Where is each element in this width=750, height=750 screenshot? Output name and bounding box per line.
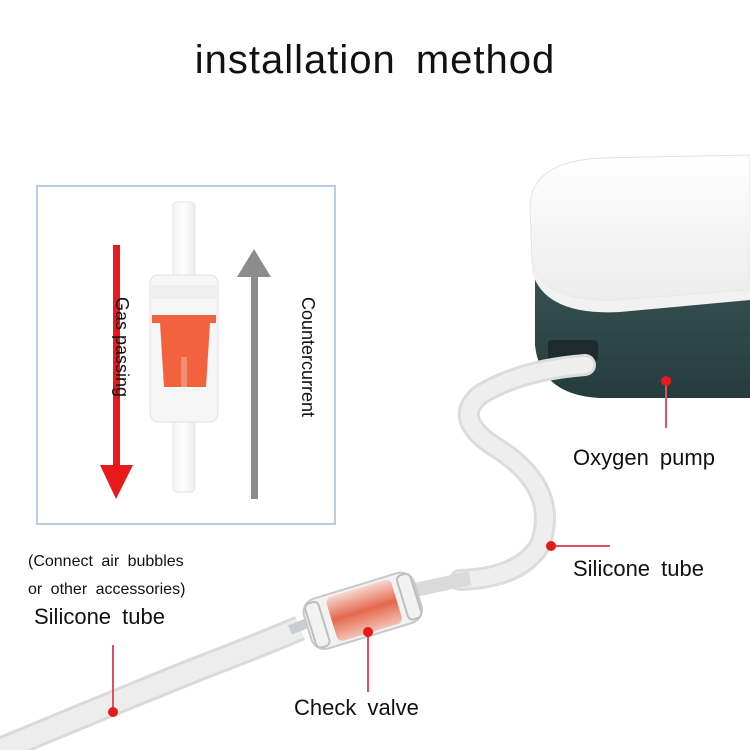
callout-tube-left bbox=[108, 645, 118, 717]
gas-flow-arrow-icon bbox=[100, 245, 133, 499]
page-title: installation method bbox=[194, 38, 556, 82]
callout-valve bbox=[363, 627, 373, 692]
flow-direction-diagram: Gas passing Countercurrent bbox=[36, 185, 336, 525]
tube-note-line1: (Connect air bubbles bbox=[28, 553, 184, 570]
tube-note-line2: or other accessories) bbox=[28, 581, 186, 598]
gas-passing-label: Gas passing bbox=[112, 297, 132, 398]
callout-tube-right bbox=[546, 541, 610, 551]
oxygen-pump-label: Oxygen pump bbox=[573, 445, 715, 470]
countercurrent-arrow-icon bbox=[237, 249, 271, 499]
check-valve-label: Check valve bbox=[294, 695, 419, 720]
check-valve-diagram bbox=[149, 201, 219, 493]
callout-pump bbox=[661, 376, 671, 428]
check-valve-illustration bbox=[302, 571, 423, 651]
silicone-tube-left-label: Silicone tube bbox=[34, 604, 165, 629]
countercurrent-label: Countercurrent bbox=[298, 297, 318, 418]
silicone-tube-right-label: Silicone tube bbox=[573, 556, 704, 581]
